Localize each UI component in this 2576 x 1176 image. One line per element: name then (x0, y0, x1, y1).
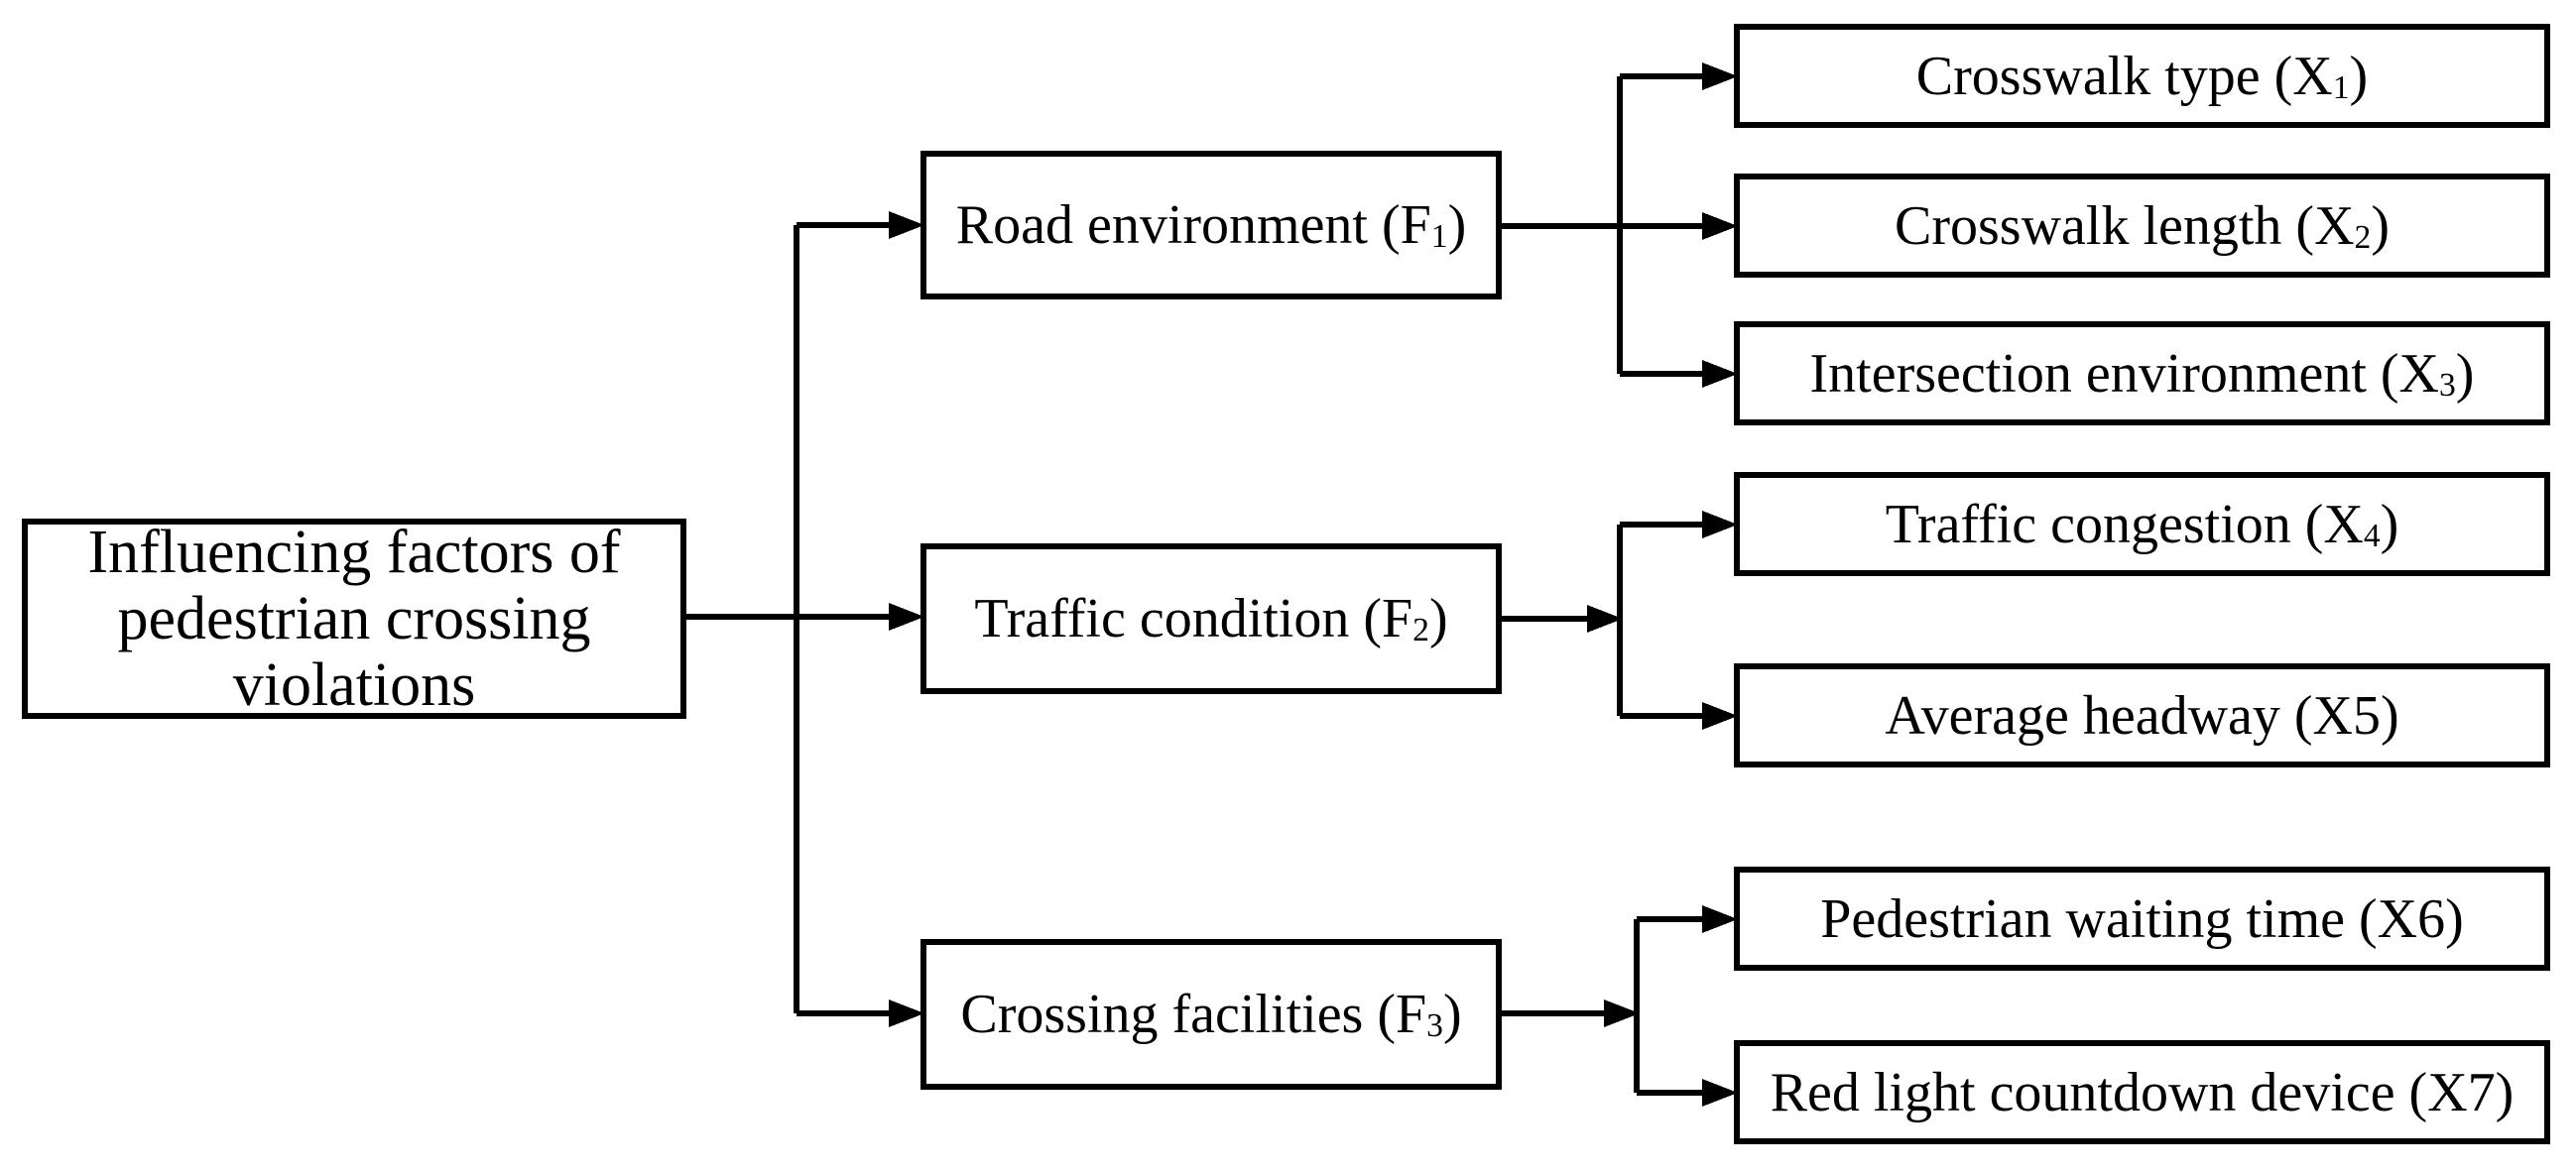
node-f3-crossing-facilities: Crossing facilities (F3) (920, 939, 1502, 1090)
node-f1-road-environment: Road environment (F1) (920, 151, 1502, 299)
node-x6-pedestrian-waiting-time: Pedestrian waiting time (X6) (1734, 867, 2550, 971)
node-x6-label: Pedestrian waiting time (X6) (1820, 891, 2464, 947)
label-subscript: 2 (1412, 612, 1429, 649)
label-close: ) (1447, 194, 1467, 256)
node-x5-average-headway: Average headway (X5) (1734, 663, 2550, 767)
label-subscript: 3 (2439, 366, 2456, 404)
label-text: Crosswalk length (X (1895, 194, 2355, 257)
node-f3-label: Crossing facilities (F3) (960, 987, 1461, 1042)
label-close: ) (1428, 588, 1448, 649)
node-root: Influencing factors of pedestrian crossi… (22, 519, 686, 719)
label-text: Traffic congestion (X (1885, 493, 2364, 555)
label-text: Traffic condition (F (974, 588, 1413, 649)
label-close: ) (2371, 194, 2390, 257)
arrowhead-to-x7 (1702, 1079, 1738, 1107)
label-text: Average headway (X5) (1885, 684, 2399, 747)
node-x2-crosswalk-length: Crosswalk length (X2) (1734, 174, 2550, 278)
label-text: Intersection environment (X (1809, 342, 2439, 405)
node-x7-red-light-countdown-device: Red light countdown device (X7) (1734, 1040, 2550, 1144)
arrowhead-to-x4 (1702, 511, 1738, 538)
arrowhead-f3-junction (1604, 1000, 1640, 1027)
node-x1-crosswalk-type: Crosswalk type (X1) (1734, 24, 2550, 128)
label-text: Red light countdown device (X7) (1770, 1061, 2515, 1123)
node-root-label-line3: violations (232, 650, 476, 719)
node-f1-label: Road environment (F1) (956, 197, 1467, 253)
node-x2-label: Crosswalk length (X2) (1895, 198, 2390, 254)
arrowhead-to-x2 (1702, 212, 1738, 240)
arrowhead-to-x5 (1702, 702, 1738, 730)
arrowhead-to-f3 (889, 1000, 924, 1027)
label-text: Crossing facilities (F (960, 984, 1427, 1045)
arrowhead-to-f2 (889, 603, 924, 631)
node-f2-traffic-condition: Traffic condition (F2) (920, 543, 1502, 694)
node-x5-label: Average headway (X5) (1885, 688, 2398, 744)
arrowhead-to-f1 (889, 211, 924, 239)
node-root-label-line1: Influencing factors of (87, 518, 621, 586)
arrowhead-to-x3 (1702, 360, 1738, 388)
node-x3-label: Intersection environment (X3) (1810, 346, 2475, 402)
label-close: ) (2349, 45, 2369, 107)
label-close: ) (2380, 493, 2399, 555)
label-text: Pedestrian waiting time (X6) (1820, 887, 2464, 950)
arrowhead-to-x6 (1702, 905, 1738, 933)
arrowhead-to-x1 (1702, 62, 1738, 90)
node-x3-intersection-environment: Intersection environment (X3) (1734, 321, 2550, 425)
node-root-label-line2: pedestrian crossing (117, 584, 591, 652)
node-x1-label: Crosswalk type (X1) (1916, 49, 2368, 104)
node-x4-label: Traffic congestion (X4) (1886, 497, 2399, 552)
label-subscript: 1 (1430, 218, 1448, 256)
label-subscript: 2 (2354, 218, 2372, 256)
node-f2-label: Traffic condition (F2) (974, 591, 1447, 647)
node-x4-traffic-congestion: Traffic congestion (X4) (1734, 472, 2550, 576)
arrowhead-f2-junction (1587, 605, 1623, 633)
label-subscript: 4 (2363, 517, 2381, 554)
label-subscript: 1 (2332, 68, 2350, 106)
label-close: ) (2455, 342, 2475, 405)
label-text: Crosswalk type (X (1915, 45, 2333, 107)
label-subscript: 3 (1426, 1007, 1443, 1045)
label-close: ) (1442, 984, 1462, 1045)
node-x7-label: Red light countdown device (X7) (1771, 1065, 2515, 1120)
label-text: Road environment (F (955, 194, 1431, 256)
